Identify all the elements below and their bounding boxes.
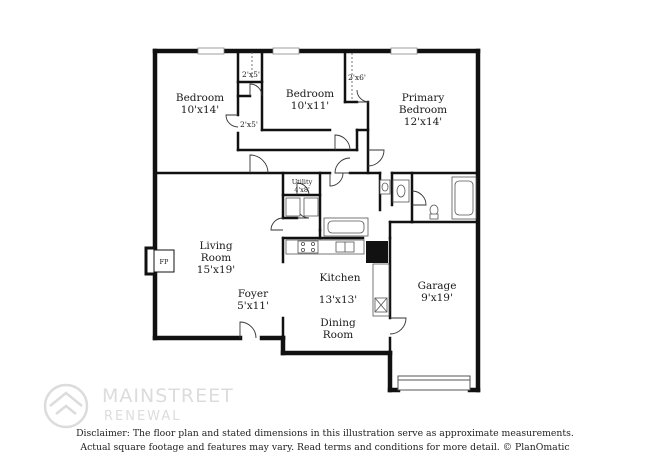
bedroom2-name: Bedroom xyxy=(286,88,334,100)
foyer-name: Foyer xyxy=(238,288,269,300)
garage-dim: 9'x19' xyxy=(421,292,453,304)
bedroom1-dim: 10'x14' xyxy=(181,104,219,116)
utility-dim: 4'x8' xyxy=(294,186,310,194)
fireplace xyxy=(144,246,175,276)
bedroom1-name: Bedroom xyxy=(176,92,224,104)
chimney-block xyxy=(366,241,388,263)
bedroom2-dim: 10'x11' xyxy=(291,100,329,112)
garage-door xyxy=(397,375,471,391)
primary-name-line1: Primary xyxy=(402,92,445,104)
primary-name-line2: Bedroom xyxy=(399,104,447,116)
watermark-sub: RENEWAL xyxy=(104,409,182,424)
fireplace-label: FP xyxy=(160,258,170,266)
garage-name: Garage xyxy=(418,280,457,292)
dining-name-line2: Room xyxy=(323,329,354,341)
doors xyxy=(225,83,427,339)
dining-name-line1: Dining xyxy=(320,317,356,329)
primary-dim: 12'x14' xyxy=(404,116,442,128)
closet2-dim: 2'x5' xyxy=(240,120,258,129)
living-dim: 15'x19' xyxy=(197,264,235,276)
windows xyxy=(197,47,418,55)
room-labels: Bedroom 10'x14' Bedroom 10'x11' Primary … xyxy=(160,70,457,341)
closet3-dim: 2'x6' xyxy=(348,73,366,82)
disclaimer-line2: Actual square footage and features may v… xyxy=(80,442,570,453)
kitchen-name: Kitchen xyxy=(319,272,360,284)
watermark: MAINSTREET RENEWAL xyxy=(40,381,280,431)
foyer-dim: 5'x11' xyxy=(237,300,269,312)
watermark-logo-icon xyxy=(43,383,89,429)
living-name-line2: Room xyxy=(201,252,232,264)
watermark-brand: MAINSTREET xyxy=(102,385,234,407)
living-name-line1: Living xyxy=(199,240,232,252)
utility-name: Utility xyxy=(292,178,313,186)
kitchen-dim: 13'x13' xyxy=(319,294,357,306)
disclaimer-line1: Disclaimer: The floor plan and stated di… xyxy=(76,428,574,439)
closet1-dim: 2'x5' xyxy=(242,70,260,79)
fixtures xyxy=(251,52,477,317)
interior-walls xyxy=(153,49,480,355)
